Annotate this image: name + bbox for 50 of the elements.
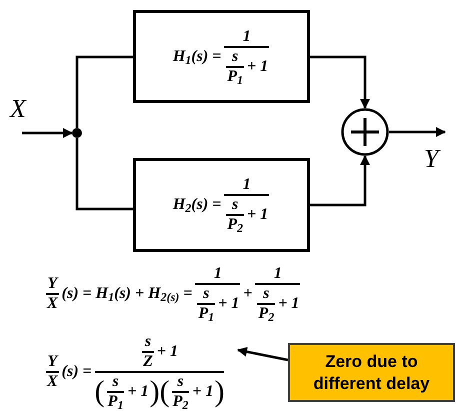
math-text: P$_{1}$ [106,394,124,410]
connector-arrow [310,155,370,206]
math-text: 1 [272,266,283,282]
math-text: H$_{2}$(s) = [172,197,222,213]
math-text: P$_{1}$ [197,306,216,322]
math-text: H$_{1}$(s) = [172,48,222,64]
math-text: Y [46,276,58,292]
math-text: + [242,286,254,302]
math-text: s [231,48,240,64]
math-text: s [231,197,240,213]
callout-box: Zero due to different delay [288,343,455,402]
transfer-function-box [133,10,310,103]
math-text: 1 [212,266,223,282]
math-text: 1 [242,177,252,193]
parenthesis: ( [94,377,105,407]
parenthesis: ) [214,377,224,407]
output-label: Y [424,146,438,172]
parenthesis: ( [160,377,170,407]
math-text: Y [46,354,58,370]
math-text: + 1 [156,344,180,360]
summing-junction [341,108,389,156]
connector-arrow [22,128,73,138]
math-text: + 1 [246,58,270,74]
input-label: X [10,96,26,122]
math-text: + 1 [217,296,240,312]
math-text: (s) = H$_{1}$(s) + H$_{2(s)}$ = [60,286,194,302]
math-text: (s) = [60,364,93,380]
connector-arrow [310,56,370,109]
junction-dot [72,128,82,138]
math-text: X [46,296,59,312]
math-text: s [111,374,120,390]
math-text: X [46,374,59,390]
connector-arrow [237,346,288,362]
math-text: s [144,334,152,350]
parenthesis: ) [150,377,160,407]
math-text: + 1 [277,296,300,312]
math-text: s [202,286,210,302]
math-text: s [262,286,270,302]
math-text: P$_{2}$ [172,394,190,410]
math-text: s [176,374,185,390]
math-text: P$_{2}$ [226,217,244,233]
connector-arrow [389,127,446,137]
math-text: 1 [242,28,252,44]
math-text: P$_{1}$ [226,68,244,84]
math-text: + 1 [191,384,214,400]
transfer-function-box [133,158,310,252]
math-text: Z [142,354,154,370]
math-text: + 1 [246,207,270,223]
math-text: + 1 [126,384,150,400]
math-text: P$_{2}$ [257,306,276,322]
